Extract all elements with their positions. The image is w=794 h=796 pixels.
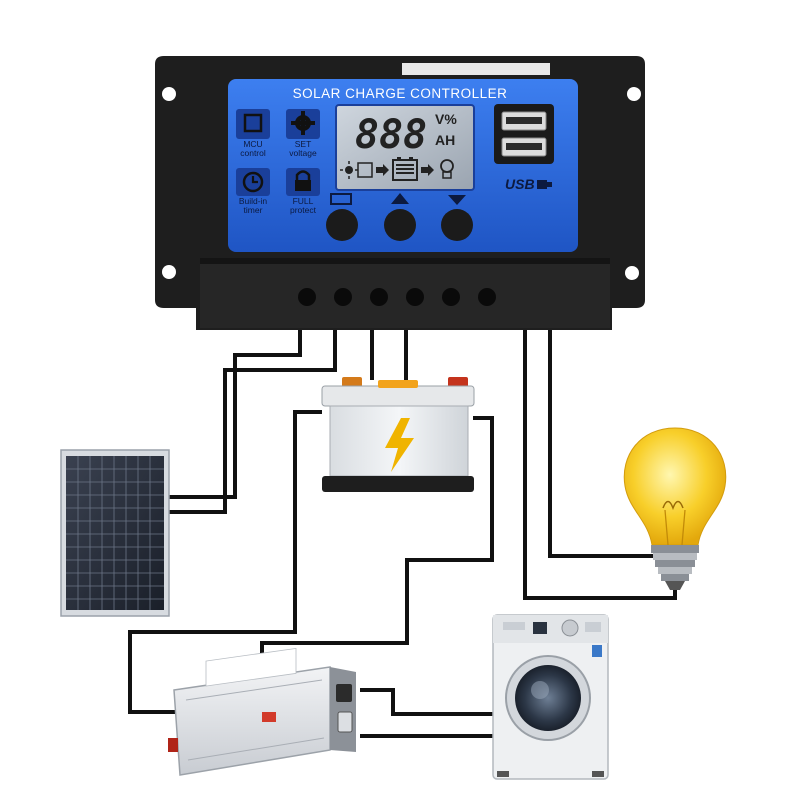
lcd-unit-bottom: AH (435, 132, 455, 148)
feature-label: FULL (293, 196, 314, 206)
terminals (298, 288, 496, 306)
feature-label: protect (290, 205, 317, 215)
lcd-digits: 888 (355, 112, 427, 158)
wire-solar-2 (166, 330, 337, 514)
up-button[interactable] (384, 209, 416, 241)
battery-icon (321, 377, 475, 492)
lcd-arrow-icon (376, 164, 389, 176)
up-icon (391, 193, 409, 204)
terminal-screw-icon (370, 288, 388, 306)
inverter-icon (168, 647, 356, 776)
clock-icon (242, 171, 264, 193)
lcd-sun-icon (340, 161, 358, 179)
lcd-bulb-icon (440, 159, 454, 179)
feature-timer: Build-in timer (236, 168, 270, 215)
charge-controller: SOLAR CHARGE CONTROLLER MCU control SET … (155, 56, 645, 330)
lcd-arrow-icon (421, 164, 434, 176)
menu-button[interactable] (326, 209, 358, 241)
button-icons (330, 193, 466, 205)
mount-hole-icon (627, 87, 641, 101)
wires (128, 330, 677, 738)
terminal-screw-icon (442, 288, 460, 306)
feature-protect: FULL protect (286, 168, 320, 215)
wire-solar-1 (166, 330, 302, 499)
down-button[interactable] (441, 209, 473, 241)
feature-label: voltage (289, 148, 317, 158)
terminal-screw-icon (334, 288, 352, 306)
lcd-panel-icon (357, 162, 373, 178)
controller-title: SOLAR CHARGE CONTROLLER (293, 86, 508, 101)
feature-mcu: MCU control (236, 109, 270, 158)
feature-label: MCU (243, 139, 262, 149)
feature-set: SET voltage (286, 109, 320, 158)
terminal-screw-icon (406, 288, 424, 306)
feature-label: Build-in (239, 196, 268, 206)
gear-icon (291, 111, 315, 135)
washing-machine-icon (492, 614, 609, 780)
wire-inverter-2 (260, 416, 494, 667)
mount-hole-icon (162, 265, 176, 279)
down-icon (448, 195, 466, 205)
wire-washer-1 (360, 688, 497, 716)
chip-icon (243, 113, 263, 133)
lcd-battery-icon (392, 157, 418, 181)
usb-plug-icon (537, 180, 547, 189)
wire-inverter-1 (128, 410, 322, 714)
lock-icon (295, 170, 311, 191)
wire-load-1 (523, 330, 677, 600)
terminal-screw-icon (298, 288, 316, 306)
terminal-screw-icon (478, 288, 496, 306)
feature-label: SET (295, 139, 312, 149)
lcd-display: 888 V% AH (335, 104, 475, 191)
feature-label: timer (244, 205, 263, 215)
usb-label: USB (505, 176, 535, 192)
mount-hole-icon (625, 266, 639, 280)
bolt-icon (385, 418, 414, 472)
mount-hole-icon (162, 87, 176, 101)
usb-ports: USB (494, 104, 554, 192)
menu-icon (330, 193, 352, 205)
feature-label: control (240, 148, 266, 158)
lcd-unit-top: V% (435, 111, 457, 127)
bulb-icon (623, 427, 727, 590)
wire-load-2 (548, 330, 655, 558)
solar-panel-icon (60, 449, 170, 617)
